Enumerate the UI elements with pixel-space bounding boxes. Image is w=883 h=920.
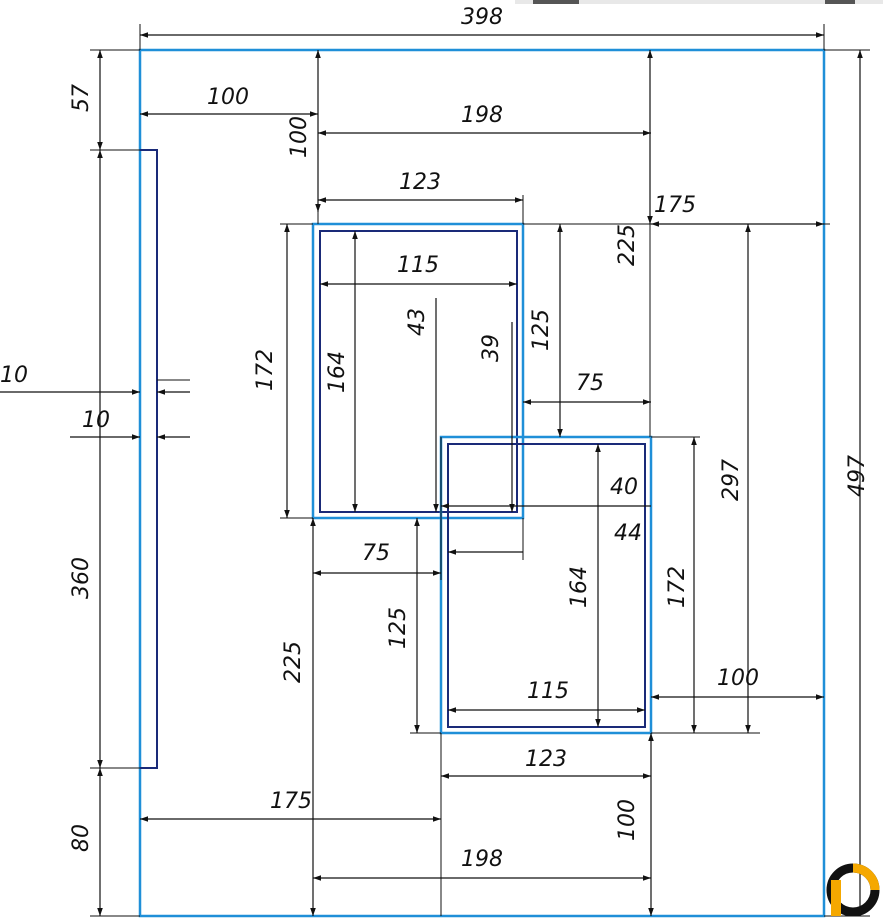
label-overall-height: 497 xyxy=(845,455,870,497)
label-bottom-margin: 80 xyxy=(69,824,94,852)
label-right-offset-bottom: 100 xyxy=(717,666,759,691)
label-box-outer-h-bottom: 172 xyxy=(665,566,690,608)
label-box-outer-h-top: 172 xyxy=(253,349,278,391)
label-overlap-h1: 40 xyxy=(610,475,638,500)
toolbar-segment xyxy=(533,0,579,4)
upper-box-inner xyxy=(319,230,518,513)
label-top-margin: 57 xyxy=(69,84,94,112)
extension-lines xyxy=(90,24,870,917)
label-step-bottom: 125 xyxy=(386,607,411,649)
label-right-box-h: 297 xyxy=(719,459,744,501)
label-span-top: 198 xyxy=(461,103,503,128)
label-top-gap: 100 xyxy=(287,116,312,158)
top-toolbar-fragment xyxy=(515,0,883,4)
label-span-bottom: 198 xyxy=(461,847,503,872)
lower-box-inner xyxy=(447,443,646,728)
toolbar-segment xyxy=(825,0,855,4)
label-top-gap-bottom: 100 xyxy=(615,799,640,841)
label-box-inner-h-bottom: 164 xyxy=(567,566,592,608)
label-shelf-height: 360 xyxy=(69,557,94,599)
label-box-inner-h-top: 164 xyxy=(325,351,350,393)
dimension-labels: 398 57 360 80 497 100 100 198 123 225 17… xyxy=(0,5,870,872)
cabinet-outline xyxy=(138,48,826,918)
label-right-offset-top: 175 xyxy=(654,193,696,218)
label-drop-right: 225 xyxy=(615,224,640,266)
label-left-offset-bottom: 175 xyxy=(270,789,312,814)
label-shift-top: 75 xyxy=(576,371,604,396)
label-box-inner-w-top: 115 xyxy=(397,253,439,278)
label-overlap-v2: 39 xyxy=(479,334,504,362)
label-box-outer-w-bottom: 123 xyxy=(525,747,567,772)
label-overall-width: 398 xyxy=(461,5,503,30)
label-overlap-h2: 44 xyxy=(614,521,642,546)
label-gap-b: 10 xyxy=(82,408,110,433)
dimension-lines xyxy=(0,32,863,916)
label-left-offset-top: 100 xyxy=(207,85,249,110)
label-step-top: 125 xyxy=(529,309,554,351)
label-overlap-v1: 43 xyxy=(405,308,430,336)
label-box-outer-w-top: 123 xyxy=(399,170,441,195)
label-shift-bottom: 75 xyxy=(362,541,390,566)
label-box-inner-w-bottom: 115 xyxy=(527,679,569,704)
side-shelf xyxy=(140,149,158,769)
label-drop-left: 225 xyxy=(281,641,306,683)
brand-logo-icon xyxy=(826,863,880,917)
label-gap-a: 10 xyxy=(0,363,28,388)
lower-box-outer xyxy=(439,435,653,735)
